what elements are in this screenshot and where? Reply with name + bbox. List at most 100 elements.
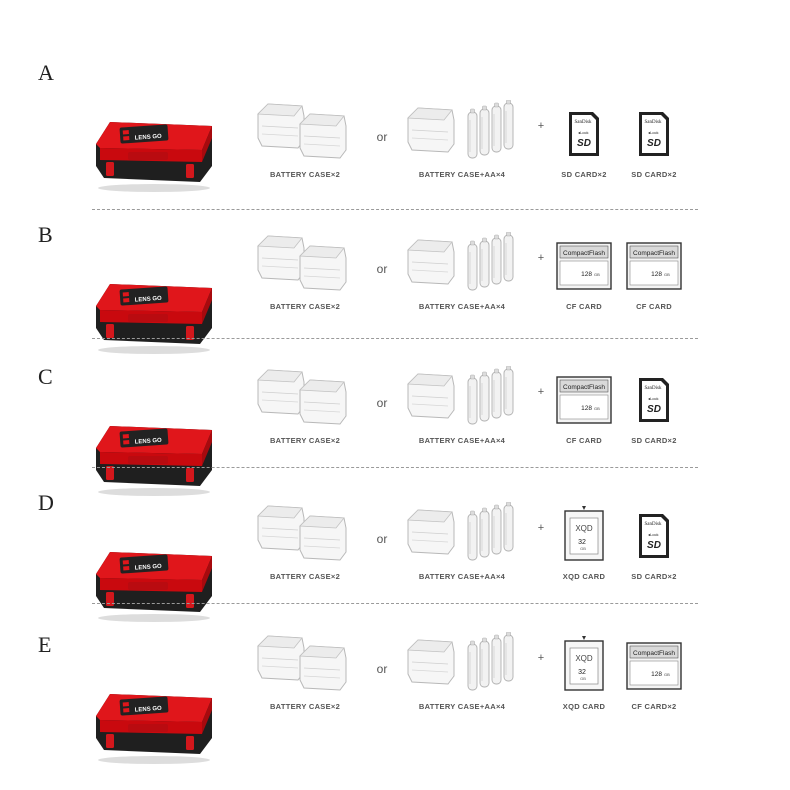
cf-card-image: CompactFlash 128 GB [626, 242, 682, 290]
svg-text:GB: GB [664, 672, 670, 677]
label-battery-case-aa: BATTERY CASE+AA×4 [418, 170, 506, 179]
battery-case-aa-image [407, 632, 514, 691]
battery-case-pair-image [257, 369, 347, 425]
option-row-c: C LENS GO or [0, 364, 790, 496]
label-card-2: SD CARD×2 [631, 170, 677, 179]
svg-text:◂Lock: ◂Lock [648, 532, 658, 537]
svg-text:SanDisk: SanDisk [575, 120, 592, 125]
svg-text:CompactFlash: CompactFlash [633, 650, 675, 657]
battery-case-aa-image [407, 232, 514, 291]
or-text: or [376, 532, 388, 546]
svg-text:128: 128 [651, 271, 662, 278]
or-text: or [376, 662, 388, 676]
label-battery-case-x2: BATTERY CASE×2 [269, 702, 341, 711]
option-letter: A [38, 60, 54, 85]
or-text: or [376, 262, 388, 276]
svg-text:◂Lock: ◂Lock [578, 130, 588, 135]
battery-case-pair-image [257, 103, 347, 159]
plus-sign: + [537, 652, 545, 664]
label-card-1: CF CARD [566, 436, 602, 445]
svg-text:LENS GO: LENS GO [135, 706, 163, 714]
sd-card-image: SanDisk ◂Lock SD [639, 112, 669, 156]
svg-text:CompactFlash: CompactFlash [563, 384, 605, 391]
svg-text:SD: SD [577, 138, 591, 149]
cf-card-image: CompactFlash 128 GB [556, 376, 612, 424]
svg-text:128: 128 [581, 271, 592, 278]
svg-text:XQD: XQD [575, 654, 593, 663]
row-divider [92, 603, 698, 604]
svg-text:SanDisk: SanDisk [645, 120, 662, 125]
svg-text:CompactFlash: CompactFlash [633, 250, 675, 257]
option-row-e: E LENS GO or [0, 632, 790, 764]
svg-text:SD: SD [647, 404, 661, 415]
svg-text:128: 128 [651, 671, 662, 678]
svg-text:GB: GB [580, 546, 586, 551]
svg-text:XQD: XQD [575, 524, 593, 533]
svg-text:LENS GO: LENS GO [135, 438, 163, 446]
label-battery-case-aa: BATTERY CASE+AA×4 [418, 572, 506, 581]
svg-text:SD: SD [647, 138, 661, 149]
label-battery-case-aa: BATTERY CASE+AA×4 [418, 702, 506, 711]
option-letter: E [38, 632, 52, 657]
label-battery-case-aa: BATTERY CASE+AA×4 [418, 302, 506, 311]
battery-case-pair-image [257, 505, 347, 561]
plus-sign: + [537, 386, 545, 398]
svg-text:32: 32 [578, 669, 586, 676]
svg-text:GB: GB [594, 406, 600, 411]
plus-sign: + [537, 252, 545, 264]
label-card-1: XQD CARD [562, 702, 606, 711]
option-row-a: A LENS GO or [0, 60, 790, 192]
memory-card-case-image: LENS GO [96, 122, 212, 192]
svg-text:SanDisk: SanDisk [645, 386, 662, 391]
option-letter: B [38, 222, 53, 247]
row-divider [92, 467, 698, 468]
option-row-b: B LENS GO or [0, 222, 790, 354]
svg-text:◂Lock: ◂Lock [648, 130, 658, 135]
label-card-2: SD CARD×2 [631, 436, 677, 445]
svg-text:CompactFlash: CompactFlash [563, 250, 605, 257]
battery-case-aa-image [407, 100, 514, 159]
cf-card-image: CompactFlash 128 GB [626, 642, 682, 690]
cf-card-image: CompactFlash 128 GB [556, 242, 612, 290]
option-row-d: D LENS GO or [0, 490, 790, 622]
label-card-1: CF CARD [566, 302, 602, 311]
plus-sign: + [537, 120, 545, 132]
memory-card-case-image: LENS GO [96, 694, 212, 764]
battery-case-pair-image [257, 635, 347, 691]
label-battery-case-x2: BATTERY CASE×2 [269, 170, 341, 179]
svg-text:GB: GB [664, 272, 670, 277]
memory-card-case-image: LENS GO [96, 284, 212, 354]
memory-card-case-image: LENS GO [96, 426, 212, 496]
label-card-2: CF CARD×2 [631, 702, 677, 711]
or-text: or [376, 130, 388, 144]
battery-case-pair-image [257, 235, 347, 291]
row-divider [92, 209, 698, 210]
battery-case-aa-image [407, 366, 514, 425]
memory-card-case-image: LENS GO [96, 552, 212, 622]
sd-card-image: SanDisk ◂Lock SD [639, 378, 669, 422]
sd-card-image: SanDisk ◂Lock SD [569, 112, 599, 156]
svg-text:LENS GO: LENS GO [135, 296, 163, 304]
xqd-card-image: XQD 32 GB [564, 506, 604, 561]
svg-text:128: 128 [581, 405, 592, 412]
svg-text:LENS GO: LENS GO [135, 564, 163, 572]
plus-sign: + [537, 522, 545, 534]
label-battery-case-x2: BATTERY CASE×2 [269, 572, 341, 581]
label-battery-case-aa: BATTERY CASE+AA×4 [418, 436, 506, 445]
battery-case-aa-image [407, 502, 514, 561]
or-text: or [376, 396, 388, 410]
svg-text:◂Lock: ◂Lock [648, 396, 658, 401]
label-card-1: XQD CARD [562, 572, 606, 581]
svg-text:GB: GB [594, 272, 600, 277]
svg-text:GB: GB [580, 676, 586, 681]
svg-text:LENS GO: LENS GO [135, 134, 163, 142]
sd-card-image: SanDisk ◂Lock SD [639, 514, 669, 558]
option-letter: D [38, 490, 54, 515]
label-battery-case-x2: BATTERY CASE×2 [269, 436, 341, 445]
xqd-card-image: XQD 32 GB [564, 636, 604, 691]
svg-text:32: 32 [578, 539, 586, 546]
label-battery-case-x2: BATTERY CASE×2 [269, 302, 341, 311]
svg-text:SD: SD [647, 540, 661, 551]
label-card-1: SD CARD×2 [561, 170, 607, 179]
